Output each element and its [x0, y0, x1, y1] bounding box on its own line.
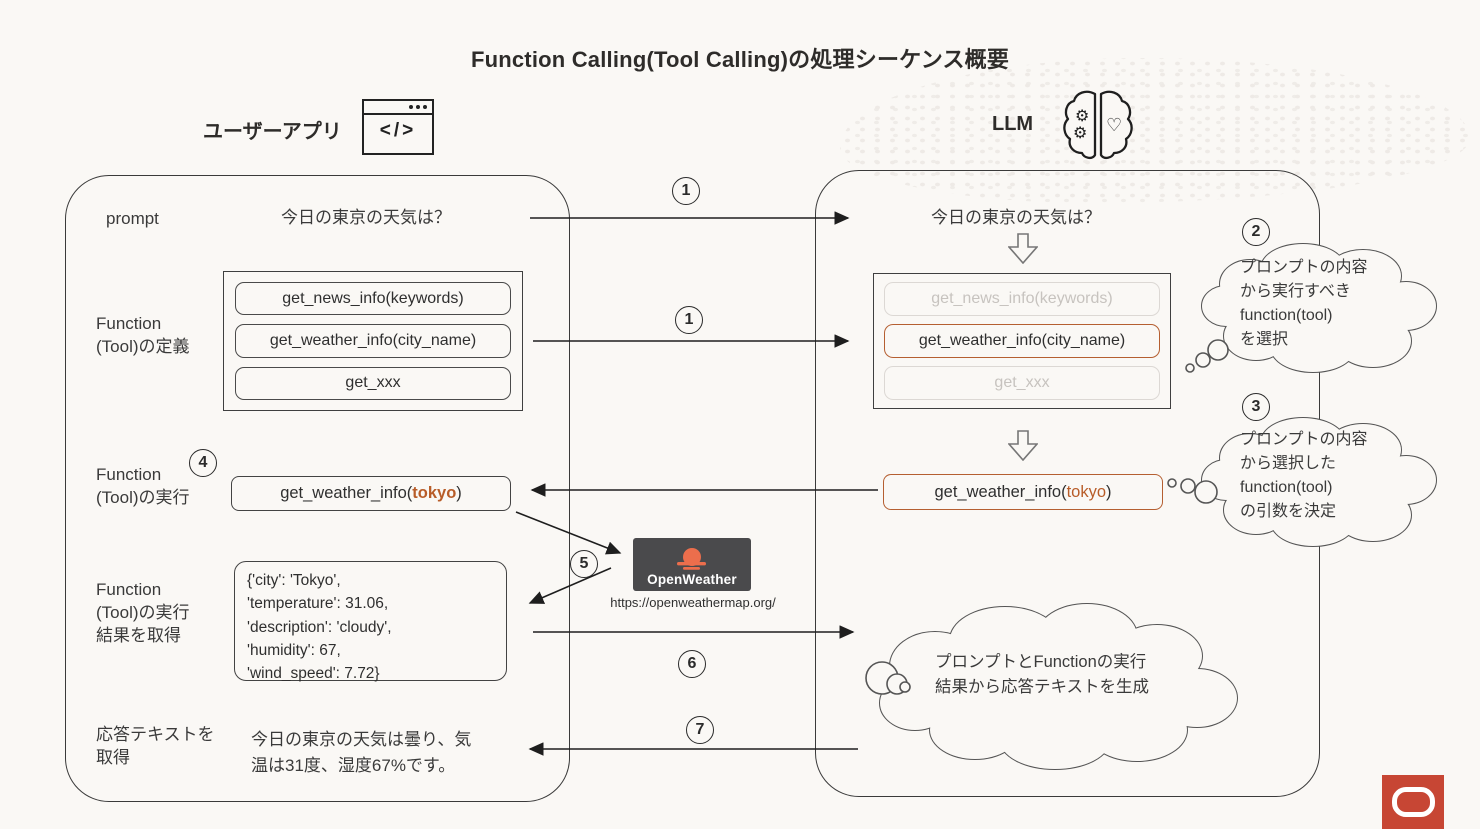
oracle-o-icon — [1391, 787, 1435, 817]
browser-dots-icon — [423, 105, 427, 109]
step-5-badge: 5 — [570, 550, 598, 578]
llm-prompt-text: 今日の東京の天気は？ — [931, 208, 1101, 227]
gear-icon: ⚙ — [1075, 108, 1089, 125]
step-3-badge: 3 — [1242, 393, 1270, 421]
response-text: 今日の東京の天気は曇り、気 温は31度、湿度67%です。 — [251, 730, 472, 776]
step-1-badge: 1 — [675, 306, 703, 334]
function-item-selected: get_weather_info(city_name) — [884, 324, 1160, 358]
function-item: get_news_info(keywords) — [235, 282, 511, 316]
user-app-panel: prompt 今日の東京の天気は？ Function (Tool)の定義 get… — [65, 175, 570, 802]
flow-down-arrow-icon — [1008, 430, 1038, 461]
background-texture — [840, 58, 1470, 203]
browser-window-icon: </> — [362, 99, 434, 155]
function-item-dimmed: get_news_info(keywords) — [884, 282, 1160, 316]
prompt-label: prompt — [106, 209, 159, 228]
call-argument: tokyo — [1066, 482, 1107, 501]
openweather-url: https://openweathermap.org/ — [610, 595, 776, 610]
call-suffix: ) — [456, 484, 462, 502]
thought-cloud-generate — [879, 603, 1238, 770]
thought-cloud-select — [1201, 243, 1437, 373]
function-result-box: {'city': 'Tokyo', 'temperature': 31.06, … — [234, 561, 507, 682]
function-definition-list: get_news_info(keywords) get_weather_info… — [223, 271, 523, 411]
function-execution-label: Function (Tool)の実行 — [96, 465, 190, 507]
call-suffix: ) — [1106, 482, 1112, 501]
openweather-sun-icon — [677, 548, 706, 570]
llm-label: LLM — [992, 113, 1034, 135]
thought-generate-text: プロンプトとFunctionの実行 結果から応答テキストを生成 — [935, 653, 1150, 696]
call-prefix: get_weather_info( — [934, 482, 1067, 501]
function-result-label: Function (Tool)の実行 結果を取得 — [96, 580, 190, 645]
step-2-badge: 2 — [1242, 218, 1270, 246]
function-item: get_weather_info(city_name) — [235, 324, 511, 358]
thought-arguments-text: プロンプトの内容 から選択した function(tool) の引数を決定 — [1240, 431, 1368, 520]
openweather-logo: OpenWeather — [633, 538, 751, 591]
code-icon: </> — [379, 120, 417, 141]
step-6-badge: 6 — [678, 650, 706, 678]
thought-select-text: プロンプトの内容 から実行すべき function(tool) を選択 — [1240, 259, 1368, 348]
function-item-dimmed: get_xxx — [884, 366, 1160, 400]
response-label: 応答テキストを 取得 — [96, 725, 215, 767]
brain-icon: ⚙ ⚙ ♡ — [1063, 90, 1133, 160]
openweather-name: OpenWeather — [647, 572, 737, 587]
oracle-logo — [1382, 775, 1444, 829]
function-call-box: get_weather_info(tokyo) — [231, 476, 511, 511]
llm-function-list: get_news_info(keywords) get_weather_info… — [873, 273, 1171, 409]
function-definition-label: Function (Tool)の定義 — [96, 314, 190, 356]
llm-panel: 今日の東京の天気は？ get_news_info(keywords) get_w… — [815, 170, 1320, 797]
function-item: get_xxx — [235, 366, 511, 400]
llm-function-call-box: get_weather_info(tokyo) — [883, 474, 1163, 510]
step-1-badge: 1 — [672, 177, 700, 205]
step-4-badge: 4 — [189, 449, 217, 477]
flow-down-arrow-icon — [1008, 233, 1038, 264]
call-argument: tokyo — [412, 484, 457, 502]
user-app-label: ユーザーアプリ — [203, 121, 342, 143]
page-title: Function Calling(Tool Calling)の処理シーケンス概要 — [470, 47, 1010, 72]
step-7-badge: 7 — [686, 716, 714, 744]
heart-icon: ♡ — [1106, 115, 1122, 135]
call-prefix: get_weather_info( — [280, 484, 413, 502]
browser-titlebar — [364, 101, 432, 115]
gear-icon: ⚙ — [1073, 125, 1087, 142]
prompt-text: 今日の東京の天気は？ — [281, 208, 451, 227]
thought-cloud-arguments — [1201, 417, 1437, 547]
